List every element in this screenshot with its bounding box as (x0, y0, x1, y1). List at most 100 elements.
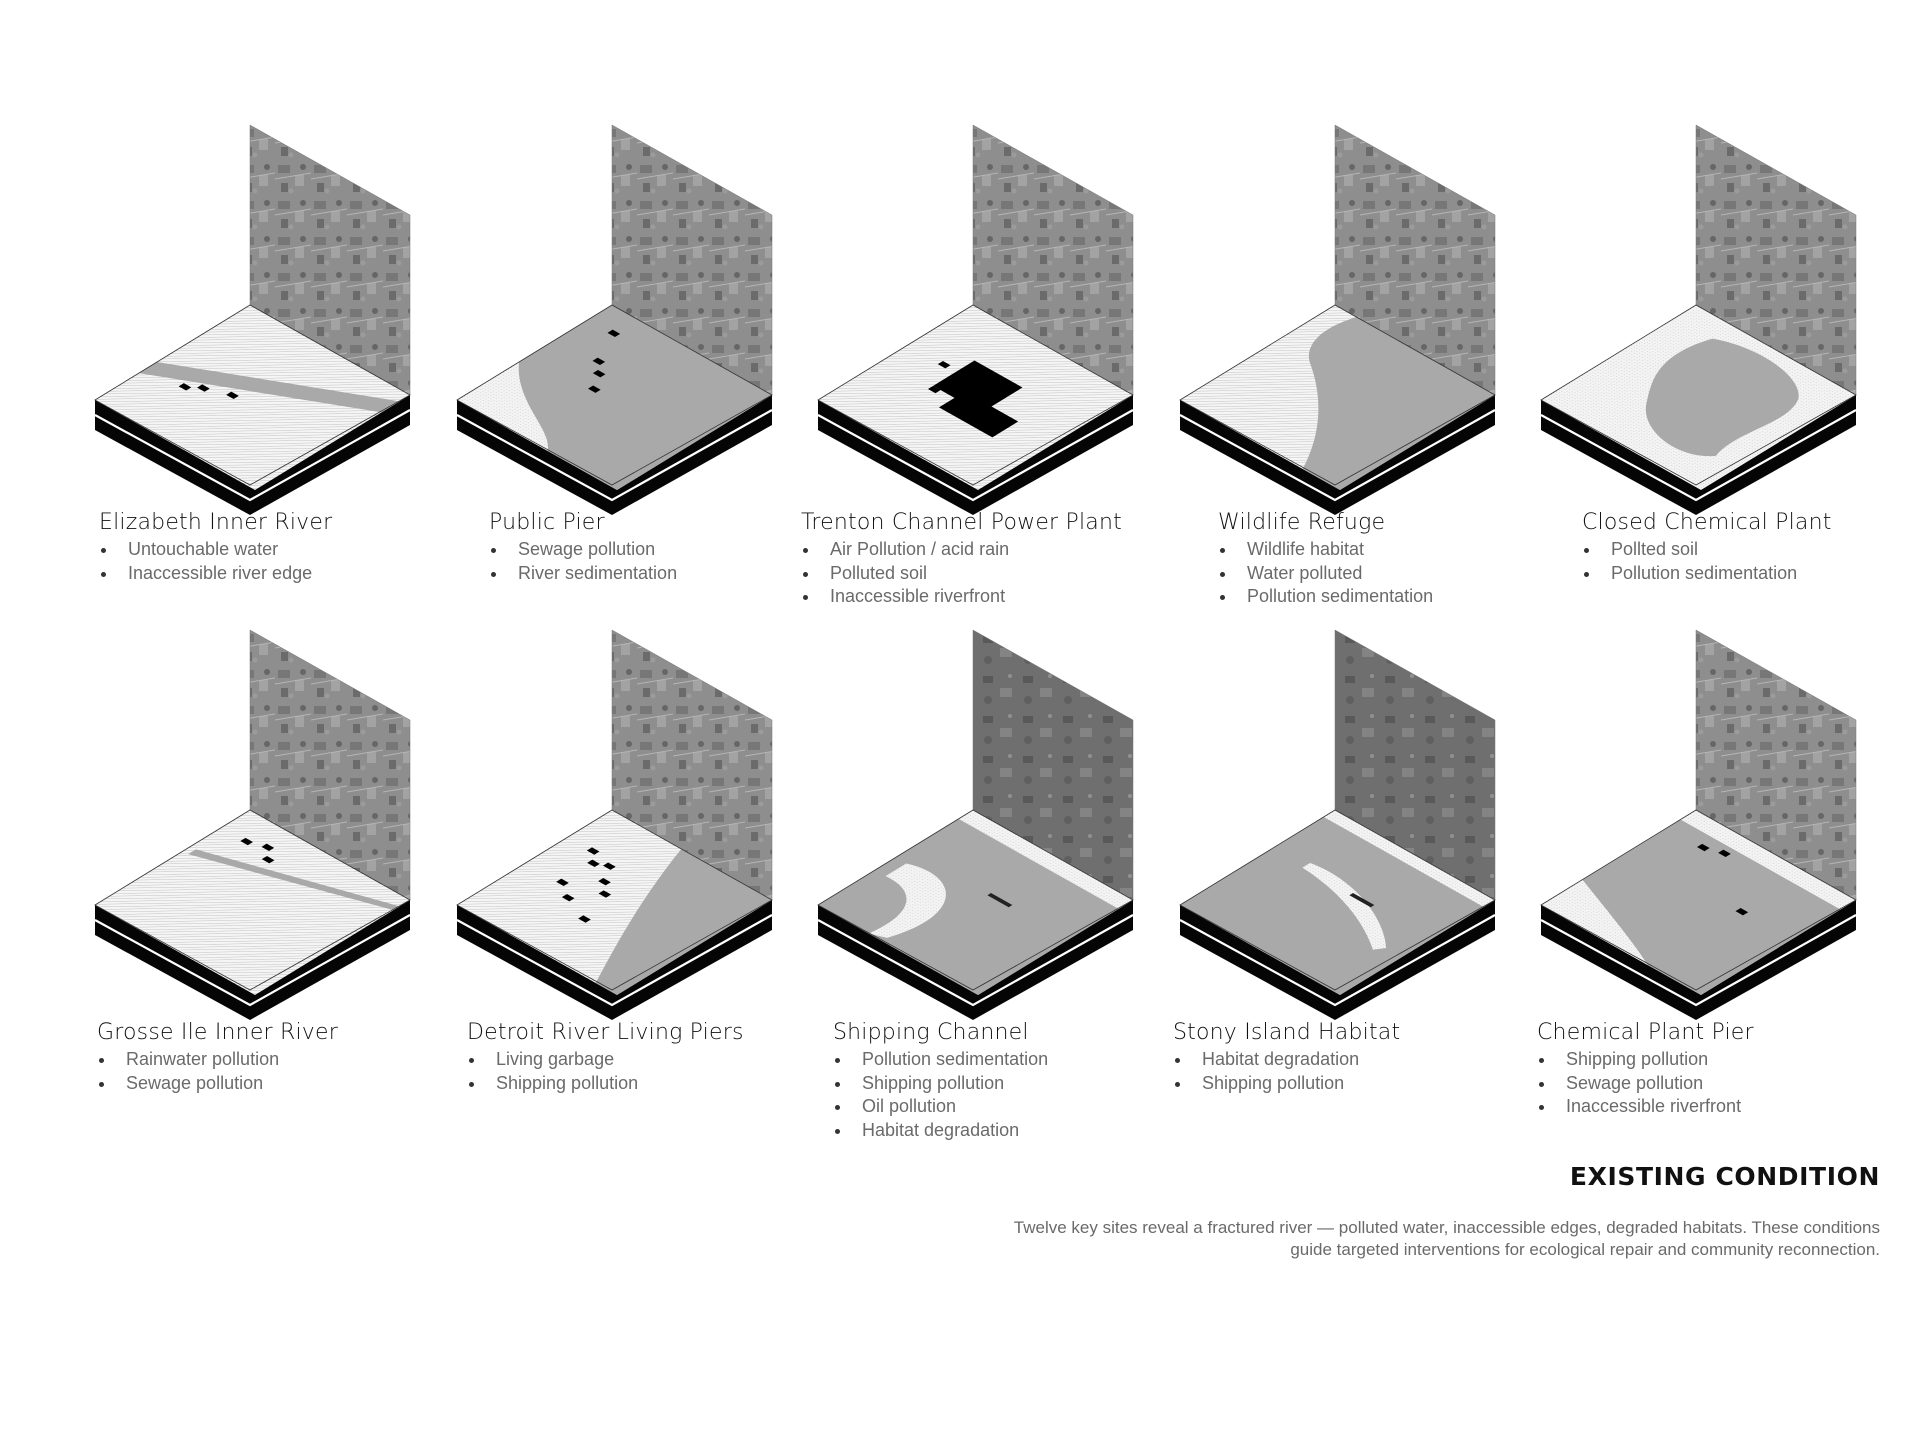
issue-text: River sedimentation (518, 562, 678, 583)
issue-item: Sewage pollution (1537, 1072, 1754, 1096)
building-footprint (602, 862, 616, 870)
issue-text: Polluted soil (830, 562, 928, 583)
terrain-edge-line (1179, 914, 1496, 1007)
building-footprint (969, 372, 983, 381)
issue-text: Pollted soil (1611, 539, 1699, 559)
bullet-icon (1539, 1058, 1544, 1063)
isometric-site-model (94, 124, 411, 515)
issue-text: Shipping pollution (862, 1072, 1005, 1093)
issue-item: Pollution sedimentation (1582, 562, 1832, 586)
bullet-icon (99, 1058, 104, 1063)
surface-outline (1540, 304, 1857, 486)
terrain-base-slab (1180, 900, 1495, 1020)
isometric-site-model (1540, 124, 1857, 515)
bullet-icon (101, 548, 106, 553)
building-footprint (226, 391, 239, 400)
terrain-edge-line (456, 914, 773, 1007)
terrain-edge-line (1540, 914, 1857, 1007)
bullet-icon (1175, 1081, 1180, 1087)
issue-item: Inaccessible riverfront (801, 585, 1122, 609)
building-footprint (990, 378, 1004, 387)
site-title: Closed Chemical Plant (1582, 510, 1832, 535)
bullet-icon (1220, 595, 1225, 600)
site-title: Shipping Channel (833, 1020, 1029, 1045)
water-body (518, 305, 772, 491)
building-footprint (586, 847, 600, 855)
site-plan-surface (457, 305, 772, 491)
building-footprint (261, 856, 275, 864)
issue-item: Inaccessible river edge (99, 562, 332, 586)
water-body (188, 849, 400, 911)
issue-item: Oil pollution (833, 1095, 1048, 1119)
issue-item: Living garbage (467, 1048, 744, 1072)
issue-text: Sewage pollution (518, 539, 656, 559)
terrain-edge-line (94, 914, 411, 1007)
terrain-edge-line (817, 409, 1134, 502)
site-title: Chemical Plant Pier (1537, 1020, 1754, 1045)
site-plan-surface (95, 810, 410, 996)
terrain-edge-line (1540, 409, 1857, 502)
site-plan-surface (1180, 810, 1495, 996)
issue-text: Living garbage (496, 1049, 615, 1069)
issue-item: Pollution sedimentation (1218, 585, 1433, 609)
site-title: Public Pier (489, 510, 605, 535)
building-footprint (587, 859, 600, 868)
terrain-base-slab (818, 900, 1133, 1020)
terrain-edge-line (1179, 409, 1496, 502)
issue-text: Inaccessible river edge (128, 562, 313, 583)
issue-item: Shipping pollution (467, 1072, 744, 1096)
building-footprint (240, 837, 253, 846)
water-body (1302, 317, 1495, 491)
bullet-icon (1220, 571, 1225, 577)
building-footprint (1718, 849, 1731, 858)
building-footprint (578, 915, 591, 923)
surface-outline (817, 304, 1134, 486)
isometric-site-model (94, 629, 411, 1020)
building-footprint (592, 357, 606, 366)
building-footprint (197, 384, 210, 392)
cargo-ship (987, 893, 1013, 908)
building-footprint (598, 878, 611, 886)
water-body (595, 849, 772, 996)
terrain-base-slab (1180, 395, 1495, 515)
terrain-base-slab (95, 900, 410, 1020)
issue-text: Sewage pollution (1566, 1072, 1704, 1093)
bullet-icon (835, 1058, 840, 1063)
issue-text: Shipping pollution (1566, 1049, 1709, 1069)
isometric-site-model (456, 124, 773, 515)
bullet-icon (469, 1081, 474, 1087)
issue-item: Sewage pollution (97, 1072, 338, 1096)
issue-item: Sewage pollution (489, 538, 677, 562)
bullet-icon (1584, 571, 1589, 577)
issue-text: Sewage pollution (126, 1072, 264, 1093)
building-footprint (981, 422, 995, 430)
issue-text: Air Pollution / acid rain (830, 539, 1010, 559)
bullet-icon (1539, 1081, 1544, 1087)
building-footprint (178, 383, 192, 391)
bullet-icon (99, 1081, 104, 1087)
land-area (95, 810, 410, 996)
issue-item: Air Pollution / acid rain (801, 538, 1122, 562)
issue-text: Pollution sedimentation (1611, 562, 1798, 583)
bullet-icon (491, 548, 496, 553)
isometric-site-model (1179, 124, 1496, 515)
site-title: Trenton Channel Power Plant (801, 510, 1122, 535)
bullet-icon (835, 1081, 840, 1087)
bullet-icon (835, 1105, 840, 1110)
bullet-icon (1220, 548, 1225, 553)
cargo-ship (1349, 893, 1375, 908)
issue-text: Inaccessible riverfront (1566, 1096, 1742, 1116)
bullet-icon (469, 1058, 474, 1063)
terrain-edge-line (817, 914, 1134, 1007)
